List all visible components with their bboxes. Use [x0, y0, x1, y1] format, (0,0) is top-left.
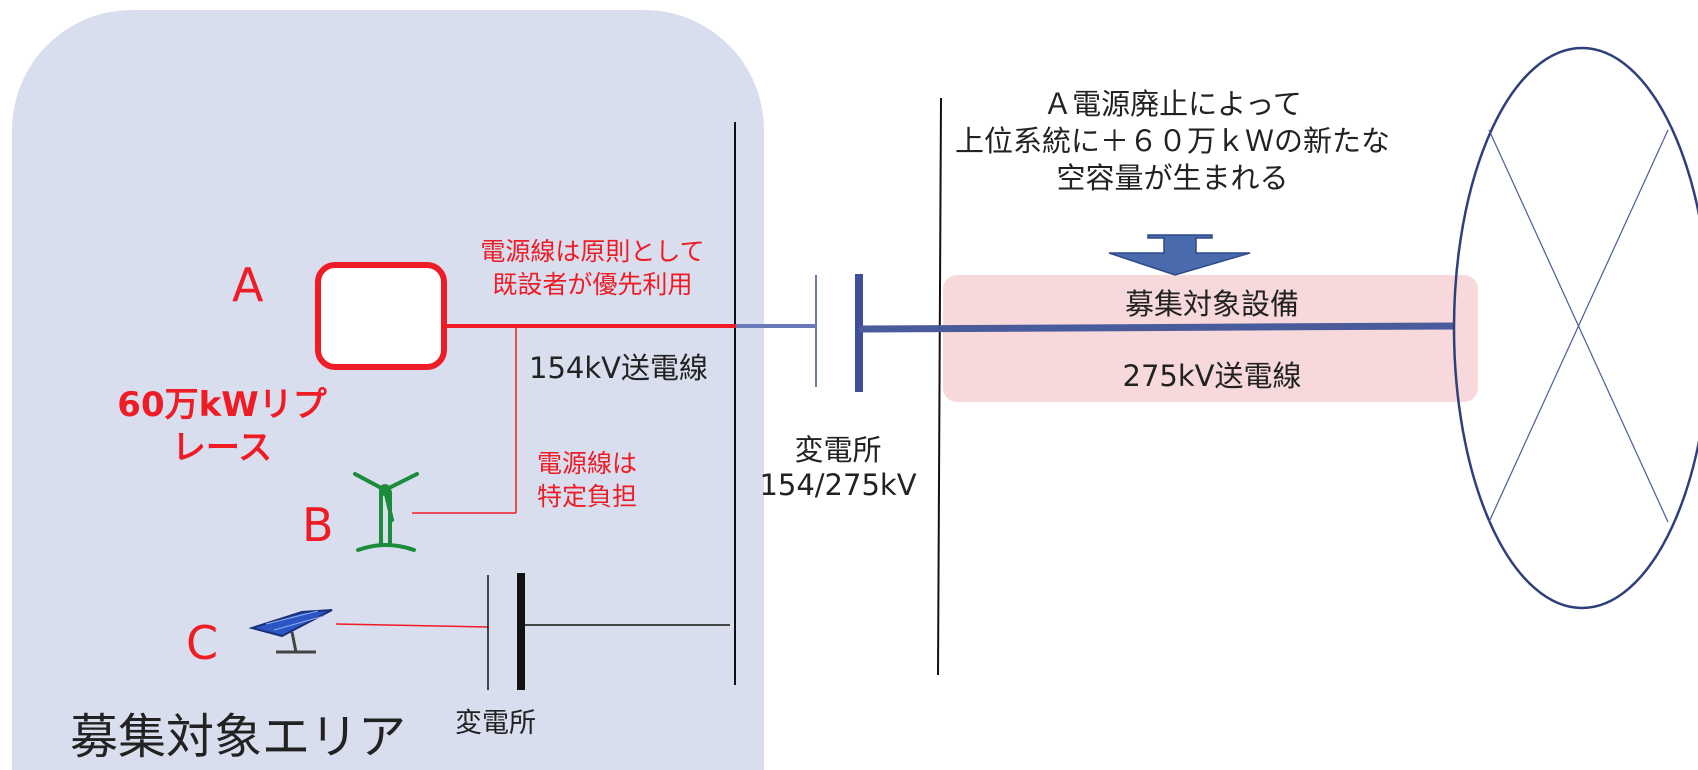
local-substation-label: 変電所 [455, 708, 536, 739]
power-line-c [335, 623, 489, 628]
source-c-letter: C [186, 616, 219, 670]
plant-a-frame [315, 262, 447, 370]
line-275kv [858, 322, 1456, 333]
line-154kv-label: 154kV送電線 [529, 351, 708, 385]
down-arrow-icon [1108, 234, 1251, 276]
upstream-grid-icon [1452, 46, 1698, 610]
area-label: 募集対象エリア [70, 709, 407, 765]
target-facility-box [943, 275, 1478, 402]
line-275kv-label: 275kV送電線 [1122, 359, 1302, 393]
recruitment-area [12, 10, 764, 770]
source-b-letter: B [302, 498, 334, 552]
replace-note: 60万kWリプ レース [117, 385, 327, 468]
solar-panel-icon [248, 609, 333, 654]
source-a-letter: A [232, 258, 264, 312]
capacity-note: Ａ電源廃止によって 上位系統に＋６０万ｋＷの新たな 空容量が生まれる [954, 87, 1390, 195]
target-facility-label: 募集対象設備 [1124, 287, 1299, 321]
wind-turbine-icon [353, 472, 419, 552]
burden-note: 電源線は 特定負担 [537, 449, 638, 511]
priority-note: 電源線は原則として 既設者が優先利用 [480, 237, 705, 299]
bus-line-275kv [937, 97, 942, 676]
main-substation-label: 変電所 154/275kV [759, 433, 917, 502]
